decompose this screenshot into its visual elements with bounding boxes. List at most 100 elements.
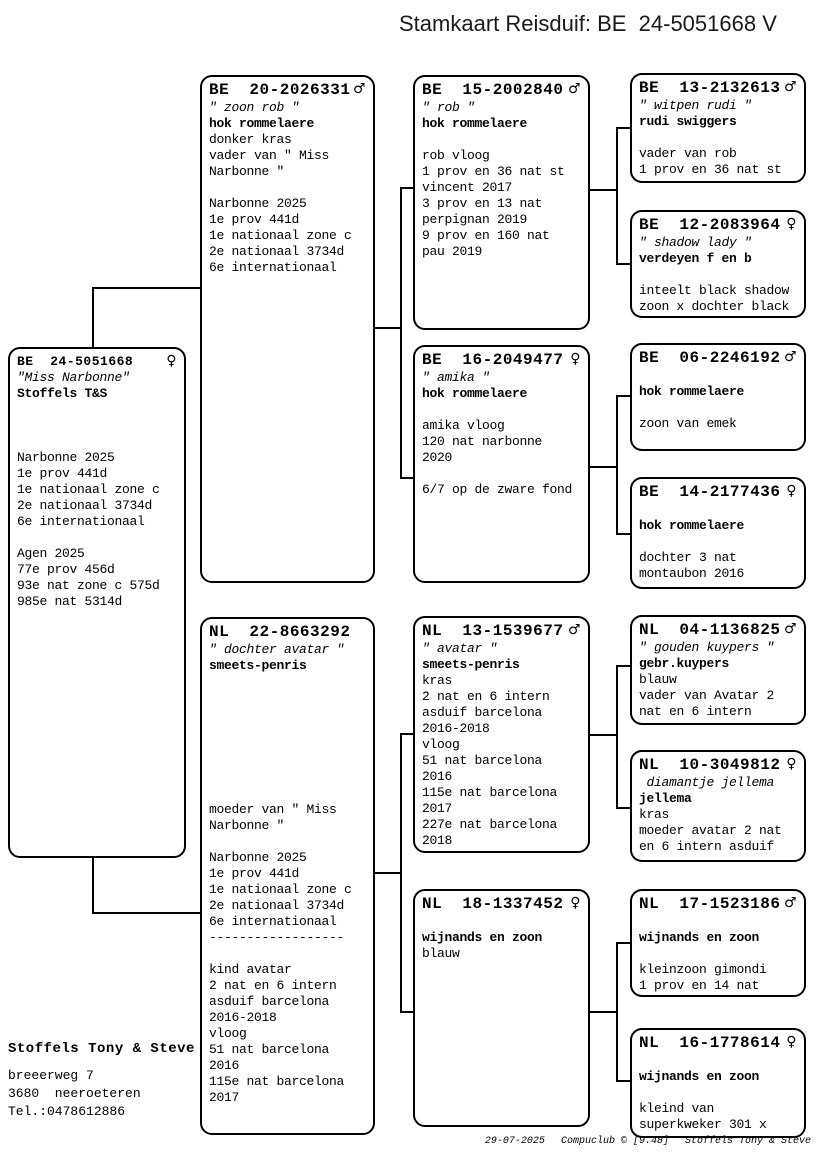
box-text-line: 2016 (422, 769, 453, 784)
box-text-line: 2016-2018 (209, 1010, 277, 1025)
page-title: Stamkaart Reisduif: BE 24-5051668 V (399, 11, 777, 36)
box-text-line: Agen 2025 (17, 546, 85, 561)
box-text-line: kleinzoon gimondi (639, 962, 767, 977)
connector-line (92, 858, 94, 914)
box-text-line: 93e nat zone c 575d (17, 578, 160, 593)
box-text-line: hok rommelaere (639, 518, 745, 533)
pedigree-box-be-12-2083964: BE 12-2083964♀" shadow lady "verdeyen f … (630, 210, 806, 318)
box-text-line: vader van rob (639, 146, 737, 161)
box-text-line: 51 nat barcelona (422, 753, 543, 768)
box-text-line (209, 754, 366, 770)
ring-number: NL 16-1778614 (639, 1034, 781, 1052)
ring-number: NL 13-1539677 (422, 622, 564, 640)
box-text-line: hok rommelaere (209, 116, 315, 131)
pedigree-box-be-15-2002840: BE 15-2002840♂" rob "hok rommelaere rob … (413, 75, 590, 330)
box-text-line (639, 946, 797, 962)
box-text-line (639, 368, 797, 384)
box-text-line (422, 132, 581, 148)
connector-line (616, 127, 632, 129)
box-text-line: 1e prov 441d (209, 212, 300, 227)
connector-line (400, 477, 415, 479)
box-text-line: 2016-2018 (422, 721, 490, 736)
connector-line (616, 807, 632, 809)
box-text-line (17, 434, 177, 450)
box-text-line: 2017 (209, 1090, 240, 1105)
box-header: NL 04-1136825♂ (639, 621, 797, 640)
box-text-line (209, 690, 366, 706)
footer: 29-07-2025 Compuclub © [9.48] Stoffels T… (485, 1136, 811, 1147)
box-text-line: " dochter avatar " (209, 642, 345, 657)
ring-number: BE 16-2049477 (422, 351, 564, 369)
box-text-line (639, 267, 797, 283)
pedigree-box-be-24-5051668: BE 24-5051668♀"Miss Narbonne"Stoffels T&… (8, 347, 186, 858)
male-symbol-icon: ♂ (567, 81, 581, 97)
box-text-line: 77e prov 456d (17, 562, 115, 577)
box-text-line (17, 418, 177, 434)
ring-number: BE 20-2026331 (209, 81, 351, 99)
box-text-line: 2 nat en 6 intern (422, 689, 550, 704)
box-header: BE 12-2083964♀ (639, 216, 797, 235)
box-header: BE 15-2002840♂ (422, 81, 581, 100)
male-symbol-icon: ♂ (783, 349, 797, 365)
owner-phone: Tel.:0478612886 (8, 1104, 126, 1119)
box-text-line: vloog (422, 737, 460, 752)
owner-city: 3680 neeroeteren (8, 1086, 141, 1101)
box-text-line (639, 1053, 797, 1069)
box-text-line: moeder van " Miss (209, 802, 337, 817)
pedigree-box-be-20-2026331: BE 20-2026331♂" zoon rob "hok rommelaere… (200, 75, 375, 583)
box-text-line: donker kras (209, 132, 292, 147)
owner-block: Stoffels Tony & Steve breeerweg 7 3680 n… (8, 1040, 195, 1121)
pedigree-box-nl-17-1523186: NL 17-1523186♂ wijnands en zoon kleinzoo… (630, 889, 806, 997)
ring-number: BE 06-2246192 (639, 349, 781, 367)
box-text-line: 9 prov en 160 nat (422, 228, 550, 243)
connector-line (590, 734, 618, 736)
box-text-line: vincent 2017 (422, 180, 513, 195)
box-text-line: pau 2019 (422, 244, 483, 259)
box-text-line: jellema (639, 791, 692, 806)
female-symbol-icon: ♀ (570, 895, 581, 911)
connector-line (92, 287, 202, 289)
connector-line (92, 287, 94, 349)
box-header: NL 13-1539677♂ (422, 622, 581, 641)
box-text-line: hok rommelaere (639, 384, 745, 399)
box-text-line: asduif barcelona (422, 705, 543, 720)
box-text-line (639, 400, 797, 416)
box-text-line: rudi swiggers (639, 114, 737, 129)
male-symbol-icon: ♂ (783, 79, 797, 95)
box-text-line (209, 706, 366, 722)
box-text-line: 51 nat barcelona (209, 1042, 330, 1057)
box-text-line: ------------------ (209, 930, 345, 945)
ring-number: NL 10-3049812 (639, 756, 781, 774)
pedigree-box-be-06-2246192: BE 06-2246192♂ hok rommelaere zoon van e… (630, 343, 806, 451)
connector-line (590, 1011, 618, 1013)
box-text-line (639, 914, 797, 930)
female-symbol-icon: ♀ (570, 351, 581, 367)
box-text-line (209, 180, 366, 196)
box-header: BE 13-2132613♂ (639, 79, 797, 98)
box-text-line: kleind van (639, 1101, 715, 1116)
box-text-line (639, 1085, 797, 1101)
box-text-line: 6e internationaal (17, 514, 145, 529)
connector-line (616, 1080, 632, 1082)
connector-line (590, 466, 618, 468)
box-text-line: 115e nat barcelona (422, 785, 558, 800)
female-symbol-icon: ♀ (786, 756, 797, 772)
box-text-line: en 6 intern asduif (639, 839, 775, 854)
box-text-line (209, 738, 366, 754)
box-text-line: vader van " Miss (209, 148, 330, 163)
box-text-line: Narbonne 2025 (209, 196, 307, 211)
box-text-line: 1e nationaal zone c (17, 482, 160, 497)
box-text-line (422, 402, 581, 418)
connector-line (92, 912, 202, 914)
box-text-line: asduif barcelona (209, 994, 330, 1009)
box-text-line (209, 770, 366, 786)
box-text-line: " zoon rob " (209, 100, 300, 115)
ring-number: BE 13-2132613 (639, 79, 781, 97)
female-symbol-icon: ♀ (786, 216, 797, 232)
box-text-line: Narbonne 2025 (17, 450, 115, 465)
box-text-line: perpignan 2019 (422, 212, 528, 227)
box-text-line: 1e nationaal zone c (209, 882, 352, 897)
box-text-line: 1 prov en 36 nat st (639, 162, 782, 177)
connector-line (616, 127, 618, 265)
